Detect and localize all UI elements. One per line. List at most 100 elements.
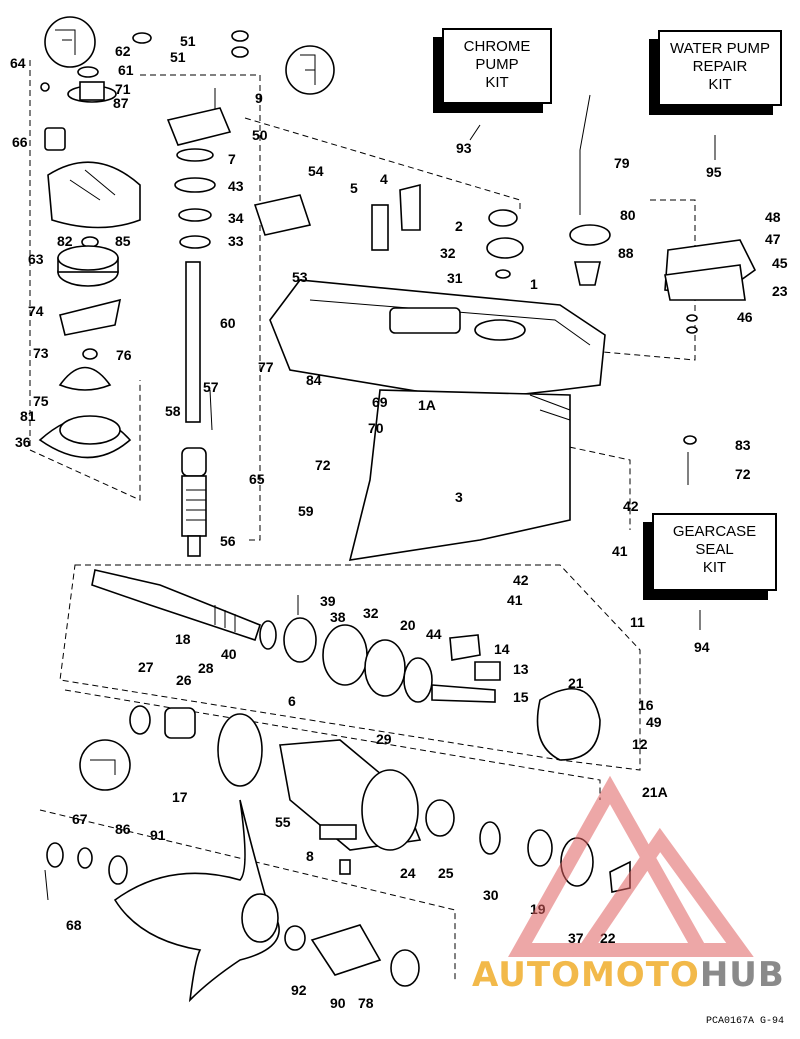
kit-line: SEAL (695, 541, 734, 558)
svg-text:53: 53 (292, 269, 308, 285)
svg-text:43: 43 (228, 178, 244, 194)
svg-text:78: 78 (358, 995, 374, 1011)
svg-text:1A: 1A (418, 397, 436, 413)
kit-line: KIT (708, 76, 732, 93)
driveshaft-parts (132, 30, 335, 557)
svg-text:47: 47 (765, 231, 781, 247)
svg-text:5: 5 (350, 180, 358, 196)
svg-text:42: 42 (623, 498, 639, 514)
kit-line: REPAIR (692, 58, 748, 75)
svg-text:28: 28 (198, 660, 214, 676)
svg-text:67: 67 (72, 811, 88, 827)
svg-text:21A: 21A (642, 784, 668, 800)
svg-text:40: 40 (221, 646, 237, 662)
svg-text:72: 72 (315, 457, 331, 473)
kit-line: CHROME (463, 38, 531, 55)
kit-line: KIT (485, 74, 509, 91)
svg-text:59: 59 (298, 503, 314, 519)
svg-text:7: 7 (228, 151, 236, 167)
svg-text:33: 33 (228, 233, 244, 249)
svg-text:27: 27 (138, 659, 154, 675)
grease-fitting-detail-icon (79, 739, 131, 791)
svg-text:57: 57 (203, 379, 219, 395)
svg-text:51: 51 (170, 49, 186, 65)
svg-text:41: 41 (612, 543, 628, 559)
svg-text:61: 61 (118, 62, 134, 78)
svg-text:32: 32 (363, 605, 379, 621)
svg-text:75: 75 (33, 393, 49, 409)
svg-text:46: 46 (737, 309, 753, 325)
svg-text:80: 80 (620, 207, 636, 223)
svg-text:51: 51 (180, 33, 196, 49)
svg-text:31: 31 (447, 270, 463, 286)
svg-text:74: 74 (28, 303, 44, 319)
kit-line: WATER PUMP (670, 40, 770, 57)
svg-text:37: 37 (568, 930, 584, 946)
kit-line: GEARCASE (672, 523, 757, 540)
svg-text:34: 34 (228, 210, 244, 226)
kit-callouts: 93 95 94 (456, 124, 722, 655)
svg-text:63: 63 (28, 251, 44, 267)
svg-text:82: 82 (57, 233, 73, 249)
svg-text:88: 88 (618, 245, 634, 261)
svg-text:54: 54 (308, 163, 324, 179)
svg-text:60: 60 (220, 315, 236, 331)
watermark-part2: HUB (699, 955, 785, 995)
watermark-part1: AUTOMOTO (472, 955, 700, 995)
svg-text:23: 23 (772, 283, 788, 299)
svg-text:73: 73 (33, 345, 49, 361)
gearcase-seal-kit-box: GEARCASE SEAL KIT (652, 513, 777, 591)
svg-text:1: 1 (530, 276, 538, 292)
drawing-code: PCA0167A G-94 (706, 1016, 785, 1027)
svg-text:26: 26 (176, 672, 192, 688)
svg-text:70: 70 (368, 420, 384, 436)
svg-text:86: 86 (115, 821, 131, 837)
chrome-pump-kit-box: CHROME PUMP KIT (442, 28, 552, 104)
svg-text:25: 25 (438, 865, 454, 881)
svg-text:84: 84 (306, 372, 322, 388)
svg-text:17: 17 (172, 789, 188, 805)
svg-text:56: 56 (220, 533, 236, 549)
svg-text:66: 66 (12, 134, 28, 150)
svg-text:58: 58 (165, 403, 181, 419)
kit-line: PUMP (475, 56, 519, 73)
svg-text:94: 94 (694, 639, 710, 655)
svg-text:83: 83 (735, 437, 751, 453)
watermark-text: AUTOMOTOHUB (472, 955, 785, 995)
svg-text:14: 14 (494, 641, 510, 657)
svg-text:9: 9 (255, 90, 263, 106)
svg-text:65: 65 (249, 471, 265, 487)
svg-text:50: 50 (252, 127, 268, 143)
svg-text:39: 39 (320, 593, 336, 609)
svg-text:91: 91 (150, 827, 166, 843)
svg-text:18: 18 (175, 631, 191, 647)
svg-text:30: 30 (483, 887, 499, 903)
svg-text:11: 11 (630, 614, 645, 630)
svg-text:6: 6 (288, 693, 296, 709)
svg-text:81: 81 (20, 408, 36, 424)
kit-line: KIT (702, 559, 727, 576)
svg-text:15: 15 (513, 689, 529, 705)
svg-text:87: 87 (113, 95, 129, 111)
svg-text:93: 93 (456, 140, 472, 156)
svg-text:3: 3 (455, 489, 463, 505)
oil-line-detail-icon (44, 16, 96, 68)
svg-text:20: 20 (400, 617, 416, 633)
svg-text:29: 29 (376, 731, 392, 747)
svg-text:85: 85 (115, 233, 131, 249)
svg-text:55: 55 (275, 814, 291, 830)
water-pump-parts (38, 16, 141, 459)
svg-text:49: 49 (646, 714, 662, 730)
svg-text:72: 72 (735, 466, 751, 482)
svg-text:71: 71 (115, 81, 131, 97)
svg-text:45: 45 (772, 255, 788, 271)
svg-text:64: 64 (10, 55, 26, 71)
svg-text:2: 2 (455, 218, 463, 234)
svg-text:24: 24 (400, 865, 416, 881)
svg-text:41: 41 (507, 592, 523, 608)
shift-and-waterpump-housing (569, 94, 757, 485)
svg-text:36: 36 (15, 434, 31, 450)
svg-text:90: 90 (330, 995, 346, 1011)
svg-text:21: 21 (568, 675, 584, 691)
